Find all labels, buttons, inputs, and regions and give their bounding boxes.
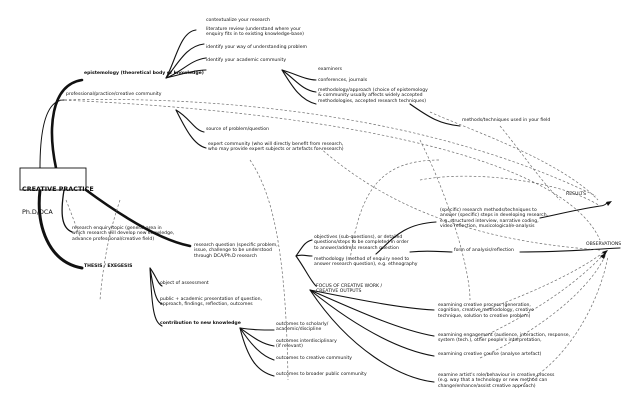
- root-subtitle: Ph.D/DCA: [22, 207, 53, 216]
- node-source-problem: source of problem/question: [206, 127, 270, 132]
- node-examining-process: examining creative process (generation, …: [438, 303, 534, 319]
- root-title: CREATIVE PRACTICE: [22, 185, 94, 194]
- node-examining-engagement: examining engagement (audience, interact…: [438, 333, 571, 344]
- node-research-methods: (specific) research methods/techniques t…: [440, 208, 549, 230]
- node-methodology-approach: methodology/approach (choice of epistemo…: [318, 88, 428, 104]
- branch-epistemology-label: epistemology (theoretical body of knowle…: [84, 71, 204, 76]
- node-methods-field: methods/techniques used in your field: [462, 118, 551, 123]
- node-public-academic: public + academic presentation of questi…: [160, 297, 262, 308]
- node-identify-way: identify your way of understanding probl…: [206, 45, 308, 50]
- node-object-assessment: object of assessment: [160, 281, 209, 286]
- node-results: RESULTS: [566, 192, 587, 197]
- branch-thesis: [37, 188, 84, 270]
- node-focus-creative: FOCUS OF CREATIVE WORK / CREATIVE OUTPUT…: [316, 284, 383, 295]
- node-examining-creative: examining creative course (analyse artef…: [438, 352, 542, 357]
- dash-expert: [249, 159, 289, 381]
- branch-research: [61, 189, 73, 233]
- node-identify-community: identify your academic community: [206, 58, 287, 63]
- node-examiners: examiners: [318, 67, 343, 72]
- node-outcomes-interdisciplinary: outcomes interdisciplinary (if relevant): [276, 339, 337, 350]
- node-examine-role: examine artist's role/behaviour in creat…: [438, 373, 555, 389]
- branch-epistemology: [50, 78, 84, 170]
- node-conferences: conferences, journals: [318, 78, 368, 83]
- root-node: CREATIVE PRACTICE Ph.D/DCA: [22, 171, 94, 224]
- node-outcomes-creative: outcomes to creative community: [276, 356, 353, 361]
- branch-research-enquiry-label: research enquiry/topic (general area in …: [72, 226, 175, 242]
- node-objectives: objectives (sub-questions), or detailed …: [314, 235, 409, 251]
- branch-thesis-label: THESIS / EXEGESIS: [84, 264, 133, 269]
- node-methodology: methodology (method of enquiry need to a…: [314, 257, 418, 268]
- dash-professional-observations: [59, 99, 601, 241]
- node-literature-review: literature review (understand where your…: [206, 27, 304, 38]
- branch-professional-label: professional/practice/creative community: [66, 92, 162, 97]
- node-contribution: contribution to new knowledge: [160, 321, 241, 326]
- node-form-analysis: form of analysis/reflection: [454, 248, 514, 253]
- node-observations: OBSERVATIONS: [586, 242, 622, 247]
- root-node-box: [19, 167, 87, 191]
- node-contextualize: contextualize your research: [206, 18, 270, 23]
- node-research-question: research question (specific problem, iss…: [194, 243, 278, 259]
- link-root-research-question: [84, 188, 192, 248]
- branch-professional: [39, 99, 65, 169]
- node-expert-community: expert community (who will directly bene…: [208, 142, 344, 153]
- node-outcomes-public: outcomes to broader public community: [276, 372, 367, 377]
- node-outcomes-scholarly: outcomes to scholarly/ academic/discipli…: [276, 322, 329, 333]
